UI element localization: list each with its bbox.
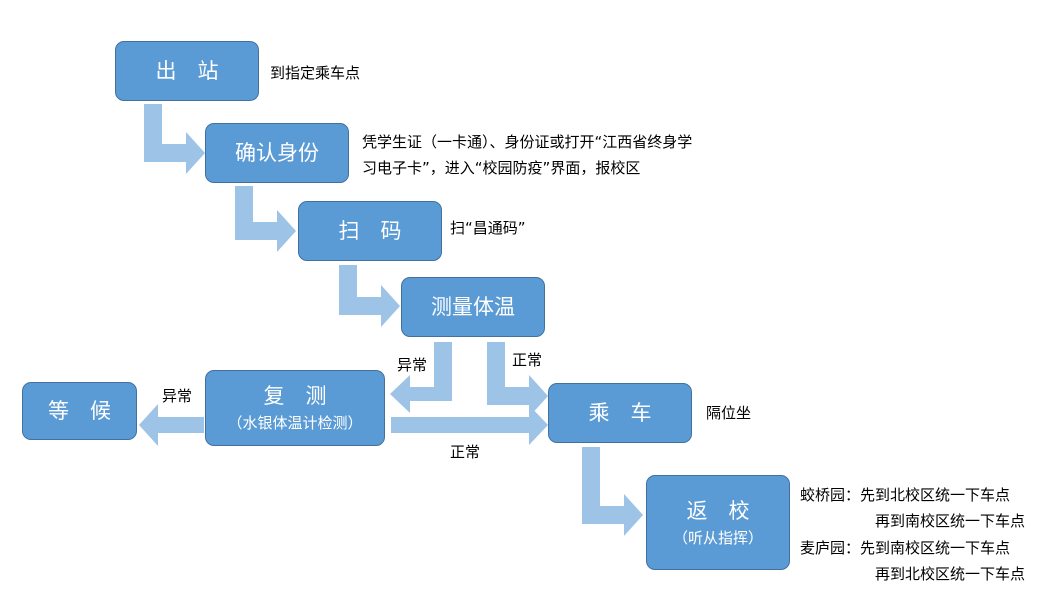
arrow-temp-to-recheck (390, 342, 452, 413)
node-return: 返 校 （听从指挥） (646, 475, 790, 570)
arrow-board-to-return (582, 447, 643, 536)
node-verify-label: 确认身份 (235, 141, 319, 165)
arrow-verify-to-scan (235, 186, 296, 252)
note-return-line1: 蛟桥园：先到北校区统一下车点 (800, 486, 1011, 504)
node-wait-label: 等 候 (48, 399, 111, 423)
edge-label-temp-abnormal: 异常 (397, 356, 428, 374)
node-recheck-label: 复 测 (263, 384, 327, 408)
arrow-exit-to-verify (144, 104, 205, 174)
node-board: 乘 车 (548, 383, 692, 443)
note-return-line3: 麦庐园：先到南校区统一下车点 (800, 539, 1011, 557)
node-wait: 等 候 (22, 382, 137, 440)
edge-label-recheck-normal: 正常 (450, 443, 481, 461)
node-exit-label: 出 站 (155, 59, 219, 83)
arrow-scan-to-temp (339, 265, 400, 327)
node-exit: 出 站 (115, 41, 259, 101)
node-verify: 确认身份 (205, 123, 349, 183)
node-board-label: 乘 车 (588, 401, 652, 425)
arrow-recheck-to-board (391, 405, 548, 445)
note-return-line4: 再到北校区统一下车点 (875, 565, 1026, 583)
node-return-label: 返 校 (686, 498, 750, 523)
note-return-line2: 再到南校区统一下车点 (875, 512, 1026, 530)
note-exit: 到指定乘车点 (270, 64, 361, 82)
edge-label-recheck-abnormal: 异常 (162, 387, 193, 405)
note-scan: 扫“昌通码” (450, 219, 526, 237)
node-return-sub: （听从指挥） (672, 528, 763, 547)
node-temp: 测量体温 (401, 277, 545, 337)
note-verify-line2: 习电子卡”，进入“校园防疫”界面，报校区 (362, 159, 641, 177)
node-scan: 扫 码 (298, 201, 442, 261)
node-recheck: 复 测 （水银体温计检测） (205, 370, 385, 446)
note-board: 隔位坐 (706, 404, 752, 422)
node-recheck-sub: （水银体温计检测） (227, 414, 363, 432)
node-temp-label: 测量体温 (431, 295, 515, 319)
arrow-temp-to-board (487, 342, 548, 417)
edge-label-temp-normal: 正常 (512, 351, 543, 369)
node-scan-label: 扫 码 (338, 219, 402, 243)
note-verify-line1: 凭学生证（一卡通）、身份证或打开“江西省终身学 (362, 133, 693, 151)
arrow-recheck-to-wait (139, 404, 204, 446)
